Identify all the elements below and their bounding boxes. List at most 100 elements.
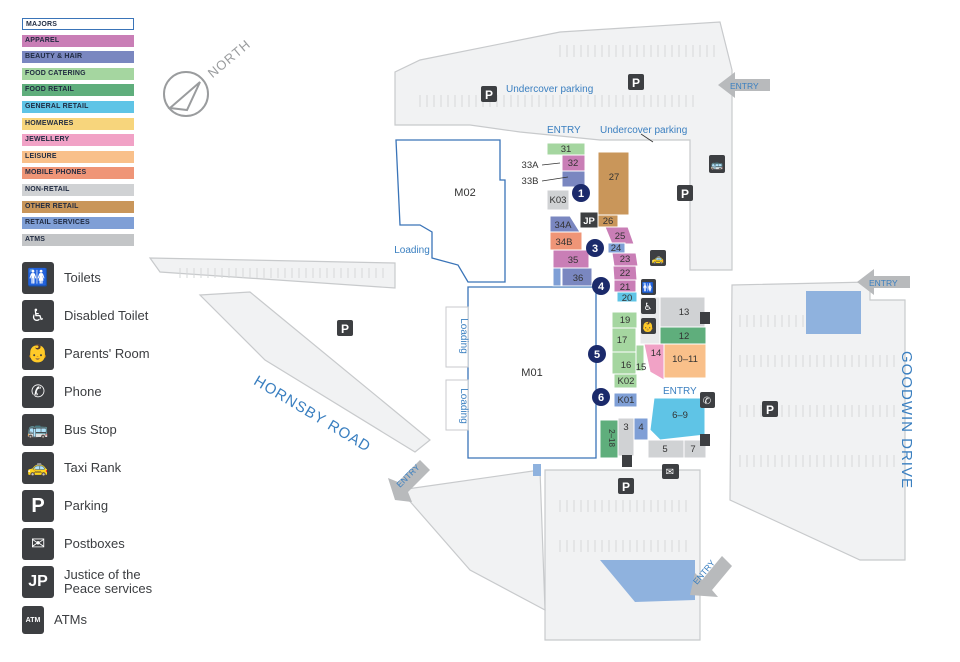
- parents-room-icon: 👶: [22, 338, 54, 370]
- marker-4-label: 4: [598, 281, 605, 293]
- loading-label-3: Loading: [394, 245, 430, 256]
- parking-glyph: P: [766, 403, 774, 417]
- facility-jp: JP Justice of the Peace services: [22, 566, 174, 598]
- label-21: 21: [620, 282, 631, 293]
- postbox-glyph: ✉: [666, 467, 674, 478]
- marker-6-label: 6: [598, 392, 604, 404]
- legend-food-retail: FOOD RETAIL: [22, 84, 134, 97]
- marker-1-label: 1: [578, 188, 584, 200]
- parking-icon[interactable]: [628, 74, 644, 90]
- bus-stop-icon[interactable]: [709, 155, 725, 173]
- facility-label: Parents' Room: [64, 346, 150, 361]
- parking-stripes: [179, 45, 895, 552]
- entry-arrow-south[interactable]: [690, 556, 732, 597]
- legend-majors: MAJORS: [22, 18, 134, 30]
- parking-icon[interactable]: [337, 320, 353, 336]
- legend-homewares: HOMEWARES: [22, 117, 134, 130]
- label-m01: M01: [521, 367, 542, 379]
- marker-5[interactable]: [588, 345, 606, 363]
- jp-icon: JP: [22, 566, 54, 598]
- legend-general-retail: GENERAL RETAIL: [22, 100, 134, 113]
- facility-label: Justice of the Peace services: [64, 567, 153, 596]
- facility-parents-room: 👶 Parents' Room: [22, 338, 174, 370]
- atm-icon[interactable]: [622, 455, 632, 467]
- bus-glyph: 🚌: [711, 160, 724, 171]
- shop-33[interactable]: [561, 170, 586, 188]
- label-33b: 33B: [522, 176, 539, 187]
- shop-10-11[interactable]: [663, 343, 707, 379]
- label-20: 20: [622, 293, 633, 304]
- bus-stop-icon: 🚌: [22, 414, 54, 446]
- parking-glyph: P: [632, 76, 640, 90]
- major-m02[interactable]: [395, 139, 506, 283]
- atm-icon: ATM: [22, 606, 44, 634]
- area-labels: Undercover parking Undercover parking EN…: [506, 84, 697, 397]
- map-facility-icons: [622, 155, 725, 479]
- label-k03: K03: [550, 195, 567, 206]
- shop-6-9[interactable]: [649, 397, 706, 441]
- shop-35b[interactable]: [552, 267, 562, 287]
- label-4: 4: [638, 422, 643, 433]
- disabled-bay: [533, 464, 541, 476]
- label-19: 19: [620, 315, 631, 326]
- disabled-toilet-icon[interactable]: [641, 298, 656, 314]
- parents-room-icon[interactable]: [641, 318, 656, 334]
- compass-north-label: NORTH: [205, 36, 254, 80]
- atm-icon[interactable]: [700, 434, 710, 446]
- shop-2-18[interactable]: [599, 419, 619, 459]
- legend-food-catering: FOOD CATERING: [22, 67, 134, 80]
- label-k02: K02: [618, 376, 635, 387]
- shop-27[interactable]: [597, 151, 630, 216]
- parking-glyph: P: [681, 187, 689, 201]
- shop-22[interactable]: [612, 265, 638, 281]
- facility-label: Disabled Toilet: [64, 308, 149, 323]
- toilets-icon: 🚻: [22, 262, 54, 294]
- phone-icon[interactable]: [700, 392, 715, 408]
- atm-icon[interactable]: [700, 312, 710, 324]
- parking-icon[interactable]: [677, 185, 693, 201]
- legend-apparel: APPAREL: [22, 34, 134, 47]
- shop-k01[interactable]: [613, 392, 638, 408]
- postbox-icon[interactable]: [662, 464, 679, 479]
- legend-other-retail: OTHER RETAIL: [22, 200, 134, 213]
- label-16: 16: [621, 360, 632, 371]
- postbox-icon: ✉: [22, 528, 54, 560]
- marker-4[interactable]: [592, 277, 610, 295]
- taxi-glyph: 🚕: [652, 254, 664, 265]
- loading-dock-1: [445, 306, 469, 368]
- shop-4[interactable]: [633, 417, 649, 441]
- taxi-rank-icon[interactable]: [650, 250, 666, 266]
- shop-25[interactable]: [604, 226, 635, 245]
- marker-5-label: 5: [594, 349, 600, 361]
- label-24: 24: [611, 243, 622, 254]
- marker-1[interactable]: [572, 184, 590, 202]
- facility-label: ATMs: [54, 612, 87, 627]
- parking-icon[interactable]: [481, 86, 497, 102]
- disabled-bay: [806, 291, 861, 334]
- entry-arrow-west[interactable]: [388, 460, 430, 502]
- label-13: 13: [679, 307, 690, 318]
- legend-mobile-phones: MOBILE PHONES: [22, 167, 134, 180]
- shop-k02[interactable]: [613, 373, 638, 389]
- entry-arrow-east[interactable]: [857, 269, 910, 295]
- facility-atm: ATM ATMs: [22, 606, 164, 634]
- phone-glyph: ✆: [703, 396, 711, 407]
- marker-3[interactable]: [586, 239, 604, 257]
- phone-icon: ✆: [22, 376, 54, 408]
- parking-icon[interactable]: [762, 401, 778, 417]
- car-parks: [148, 21, 906, 641]
- label-15: 15: [636, 362, 647, 373]
- shop-20[interactable]: [616, 291, 638, 303]
- entry-arrow-north[interactable]: [718, 72, 770, 98]
- toilets-icon[interactable]: [641, 279, 656, 295]
- marker-6[interactable]: [592, 388, 610, 406]
- label-2-18: 2–18: [607, 429, 616, 447]
- shop-15[interactable]: [635, 344, 645, 372]
- shop-36[interactable]: [561, 267, 593, 287]
- shop-23[interactable]: [611, 252, 639, 267]
- shop-k03[interactable]: [546, 189, 570, 211]
- parking-icon[interactable]: [618, 478, 634, 494]
- facility-phone: ✆Phone: [22, 376, 174, 408]
